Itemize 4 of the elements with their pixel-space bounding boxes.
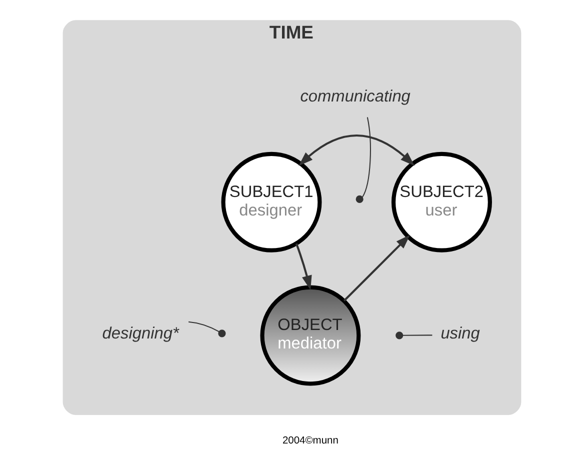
label: 2004©munn <box>282 436 338 447</box>
node-text: using <box>440 324 480 342</box>
node-text: communicating <box>300 87 410 106</box>
node-text: designing* <box>102 324 179 342</box>
